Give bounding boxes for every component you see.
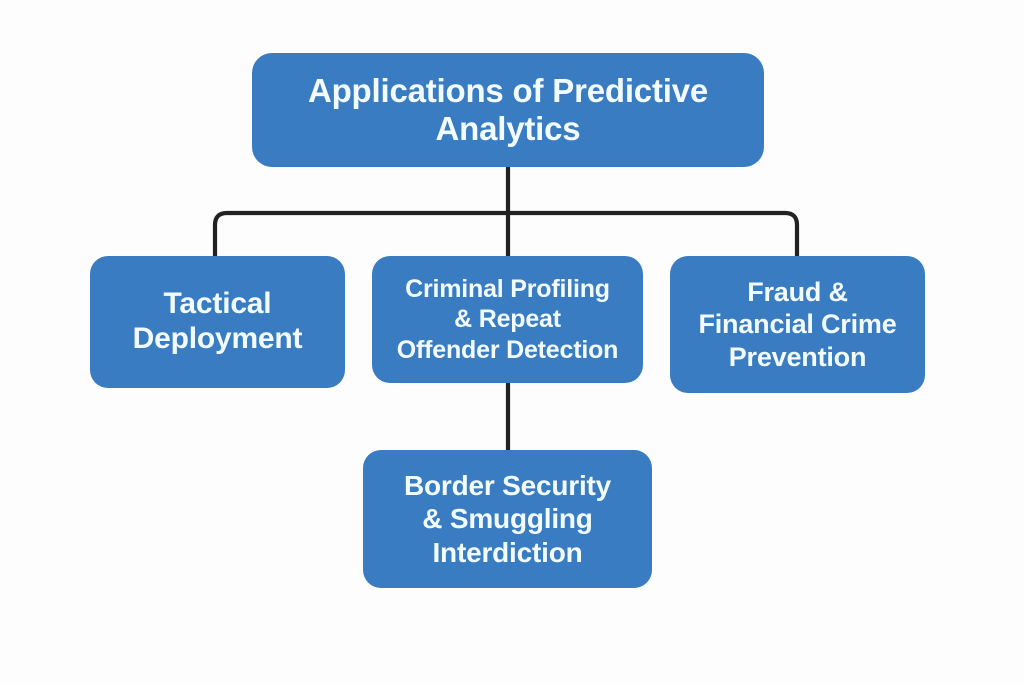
node-border-security-smuggling-interdiction[interactable]: Border Security & Smuggling Interdiction (363, 450, 652, 588)
node-label: Applications of Predictive Analytics (307, 71, 709, 147)
connector-bus-left (212, 210, 508, 258)
node-label: Criminal Profiling & Repeat Offender Det… (396, 274, 619, 364)
node-label: Fraud & Financial Crime Prevention (698, 276, 897, 372)
node-criminal-profiling-repeat-offender-detection[interactable]: Criminal Profiling & Repeat Offender Det… (372, 256, 643, 383)
node-fraud-financial-crime-prevention[interactable]: Fraud & Financial Crime Prevention (670, 256, 925, 393)
node-applications-of-predictive-analytics[interactable]: Applications of Predictive Analytics (252, 53, 764, 167)
node-label: Border Security & Smuggling Interdiction (403, 469, 612, 568)
node-tactical-deployment[interactable]: Tactical Deployment (90, 256, 345, 388)
node-label: Tactical Deployment (132, 287, 303, 355)
connector-bus-right (508, 210, 800, 258)
